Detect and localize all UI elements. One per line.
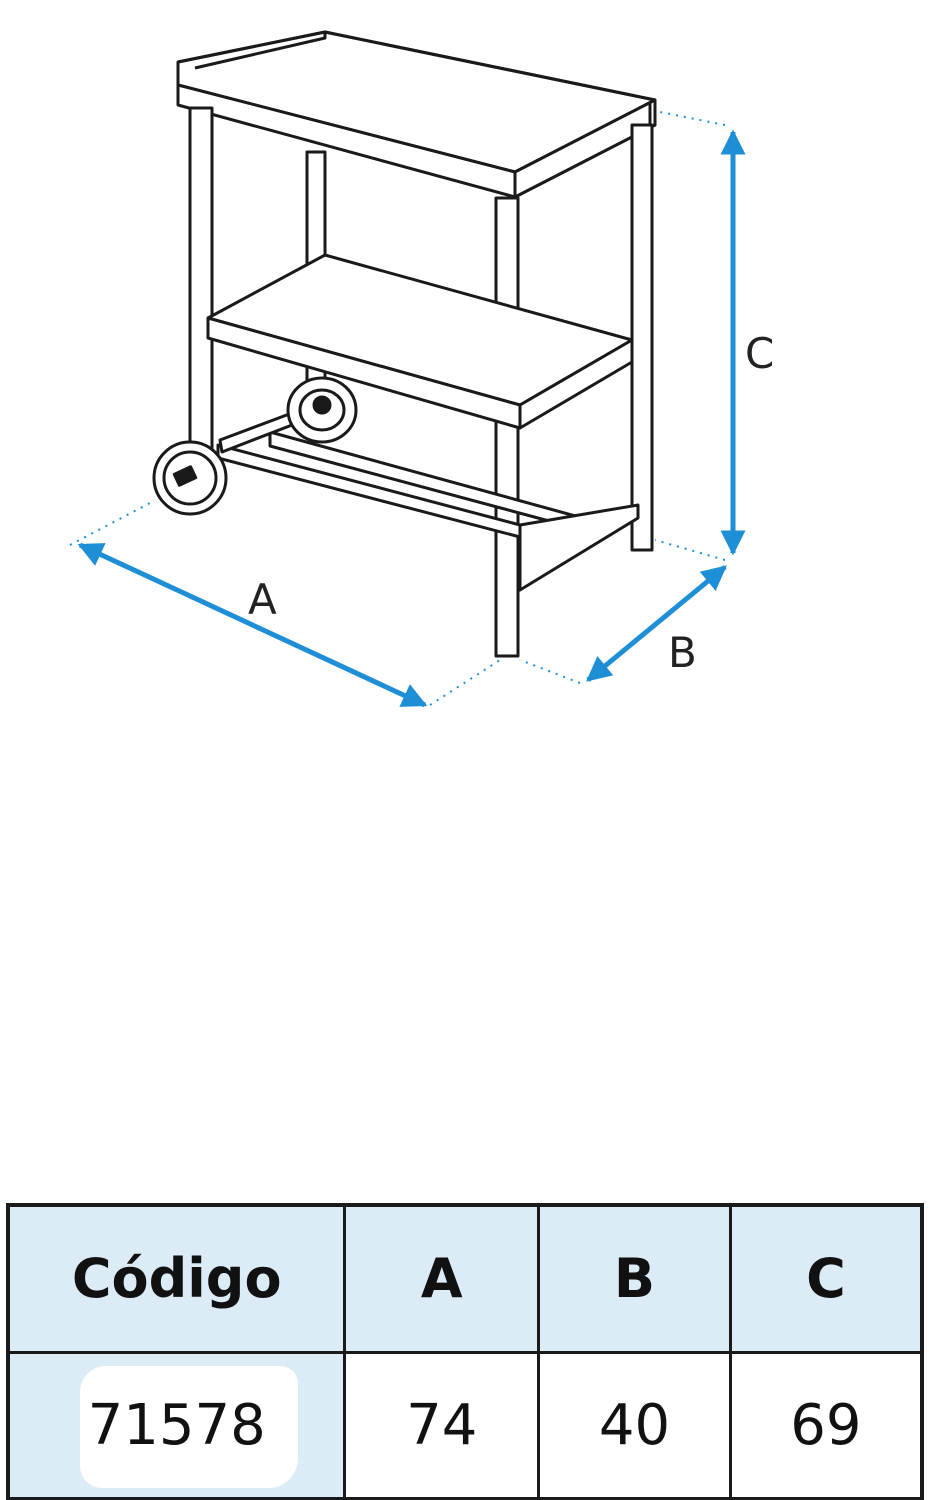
dimension-label-a: A: [248, 575, 277, 624]
dimensions-table: Código A B C 71578 74 40 69: [6, 1203, 924, 1500]
header-b: B: [537, 1203, 732, 1354]
table-row: 71578 74 40 69: [6, 1350, 924, 1500]
extension-lines: [69, 111, 726, 706]
cell-code-value: 71578: [87, 1392, 266, 1458]
dimension-arrow-a: [77, 542, 428, 708]
leg-back-right: [630, 123, 654, 552]
header-a: A: [343, 1203, 541, 1354]
cell-a: 74: [343, 1350, 541, 1500]
cell-code: 71578: [6, 1350, 347, 1500]
header-code: Código: [6, 1203, 347, 1354]
dimension-label-c: C: [745, 329, 774, 378]
header-c: C: [728, 1203, 924, 1354]
code-highlight: [80, 1365, 298, 1488]
cart-illustration: [152, 30, 657, 658]
cell-b: 40: [537, 1350, 732, 1500]
dimension-label-b: B: [668, 628, 697, 677]
cell-c: 69: [728, 1350, 924, 1500]
cart-dimension-diagram: A B C: [69, 30, 774, 708]
dimension-arrows: [77, 129, 746, 708]
dimension-arrow-b: [586, 565, 727, 682]
table-header-row: Código A B C: [6, 1203, 924, 1354]
leg-front-left: [188, 106, 214, 482]
